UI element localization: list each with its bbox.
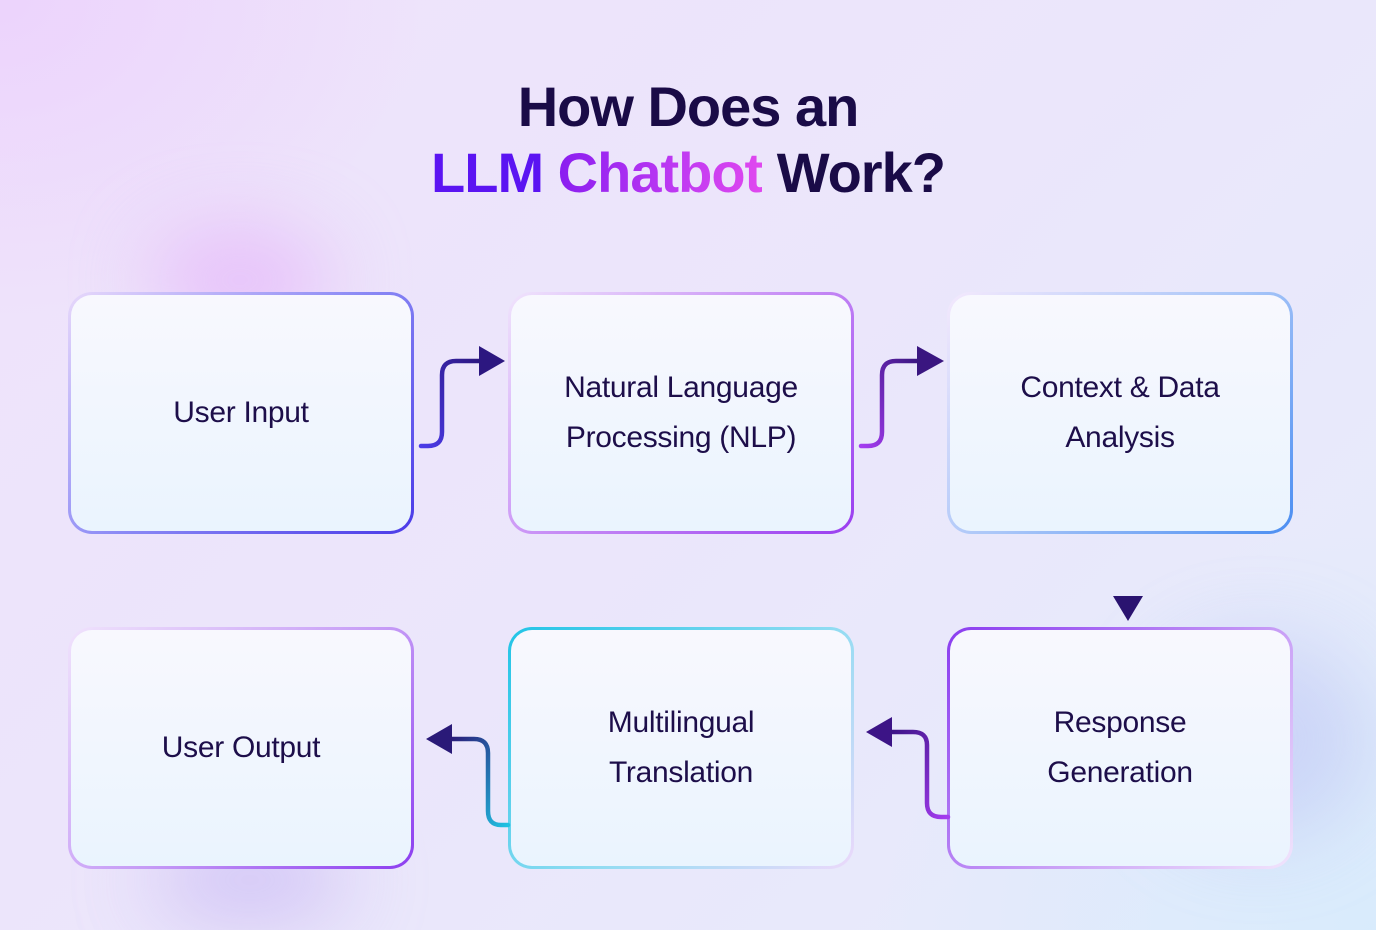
step-label: Multilingual Translation — [607, 706, 755, 789]
arrow-context-to-response — [1113, 538, 1143, 621]
arrow-head — [917, 346, 944, 376]
title-llm: LLM — [431, 141, 544, 204]
page-title: How Does an LLM Chatbot Work? — [0, 74, 1376, 206]
arrow-head — [1113, 596, 1143, 621]
title-line-2: LLM Chatbot Work? — [0, 140, 1376, 206]
step-label: Response Generation — [1047, 706, 1193, 789]
step-label: Natural Language Processing (NLP) — [564, 371, 798, 454]
arrow-input-to-nlp — [418, 346, 505, 449]
title-work: Work? — [776, 141, 946, 204]
arrow-translation-to-output — [426, 724, 511, 828]
title-chatbot: Chatbot — [557, 141, 764, 204]
arrow-response-to-translation — [866, 717, 951, 820]
step-box-response: Response Generation — [947, 627, 1293, 869]
arrow-head — [426, 724, 452, 754]
step-label: Context & Data Analysis — [1020, 371, 1220, 454]
arrow-head — [866, 717, 892, 747]
title-line-1: How Does an — [517, 75, 860, 138]
step-box-context: Context & Data Analysis — [947, 292, 1293, 534]
arrow-head — [479, 346, 505, 376]
step-box-user-input: User Input — [68, 292, 414, 534]
step-label: User Output — [161, 731, 321, 764]
step-box-user-output: User Output — [68, 627, 414, 869]
arrow-nlp-to-context — [858, 346, 944, 449]
step-box-nlp: Natural Language Processing (NLP) — [508, 292, 854, 534]
step-box-translation: Multilingual Translation — [508, 627, 854, 869]
step-label: User Input — [173, 396, 309, 429]
